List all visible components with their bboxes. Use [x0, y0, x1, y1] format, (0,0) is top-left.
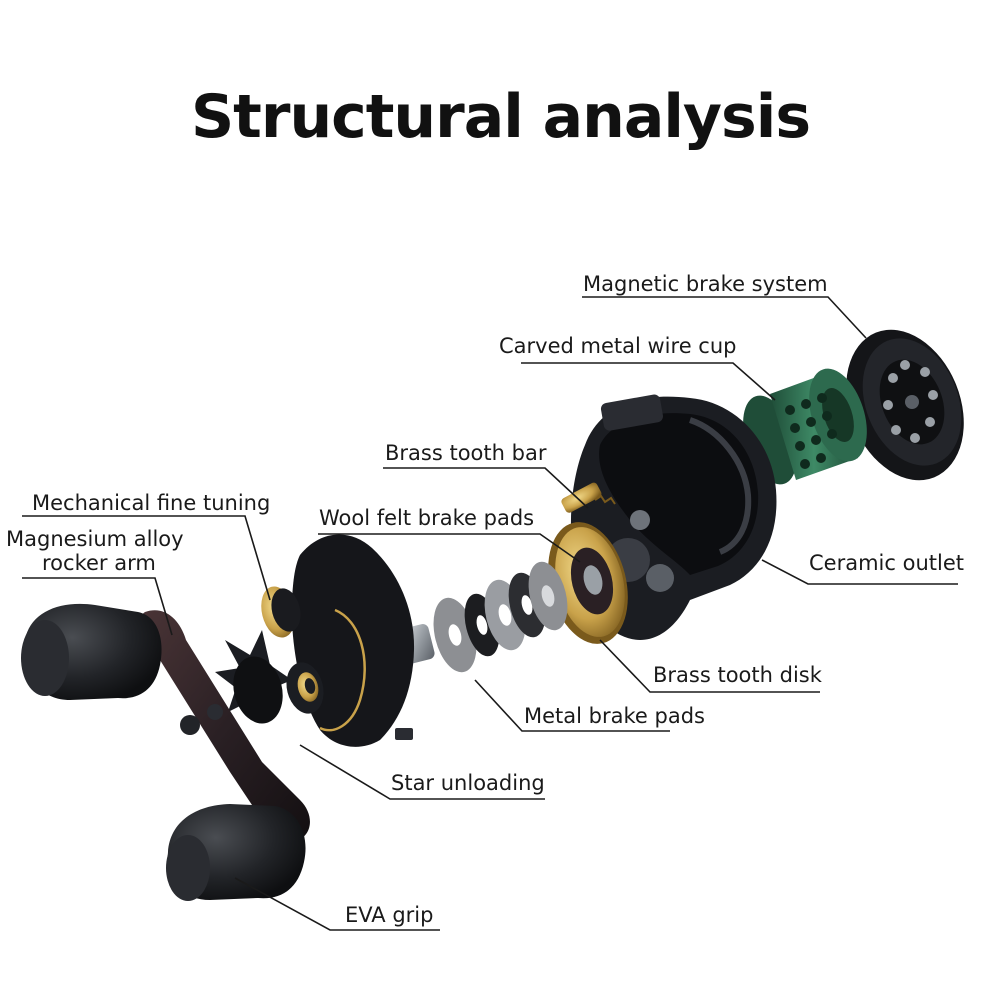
label-brass-tooth-disk: Brass tooth disk: [653, 663, 823, 687]
handle-side-plate: [261, 534, 415, 747]
label-eva-grip: EVA grip: [345, 903, 433, 927]
label-metal-brake-pads: Metal brake pads: [524, 704, 705, 728]
label-ceramic-outlet: Ceramic outlet: [809, 551, 964, 575]
brake-pad-stack: [399, 561, 568, 673]
label-carved-metal-wire-cup: Carved metal wire cup: [499, 334, 736, 358]
wire-cup-spool: [690, 368, 867, 485]
label-magnetic-brake-system: Magnetic brake system: [583, 272, 828, 296]
label-mechanical-fine-tuning: Mechanical fine tuning: [32, 491, 270, 515]
label-star-unloading: Star unloading: [391, 771, 545, 795]
diagram-title: Structural analysis: [190, 82, 811, 152]
rocker-arm: [141, 610, 310, 842]
reel-frame: [561, 394, 777, 640]
label-wool-felt-brake-pads: Wool felt brake pads: [319, 506, 534, 530]
label-magnesium-alloy-line1: Magnesium alloy: [6, 527, 184, 551]
eva-grip-lower: [166, 804, 306, 901]
label-magnesium-alloy-line2: rocker arm: [42, 551, 156, 575]
brass-tooth-disk: [548, 522, 628, 644]
leader-lines: [22, 296, 958, 931]
star-drag: [215, 630, 324, 724]
magnetic-brake-plate: [846, 329, 964, 481]
label-brass-tooth-bar: Brass tooth bar: [385, 441, 547, 465]
eva-grip-upper: [21, 603, 162, 700]
